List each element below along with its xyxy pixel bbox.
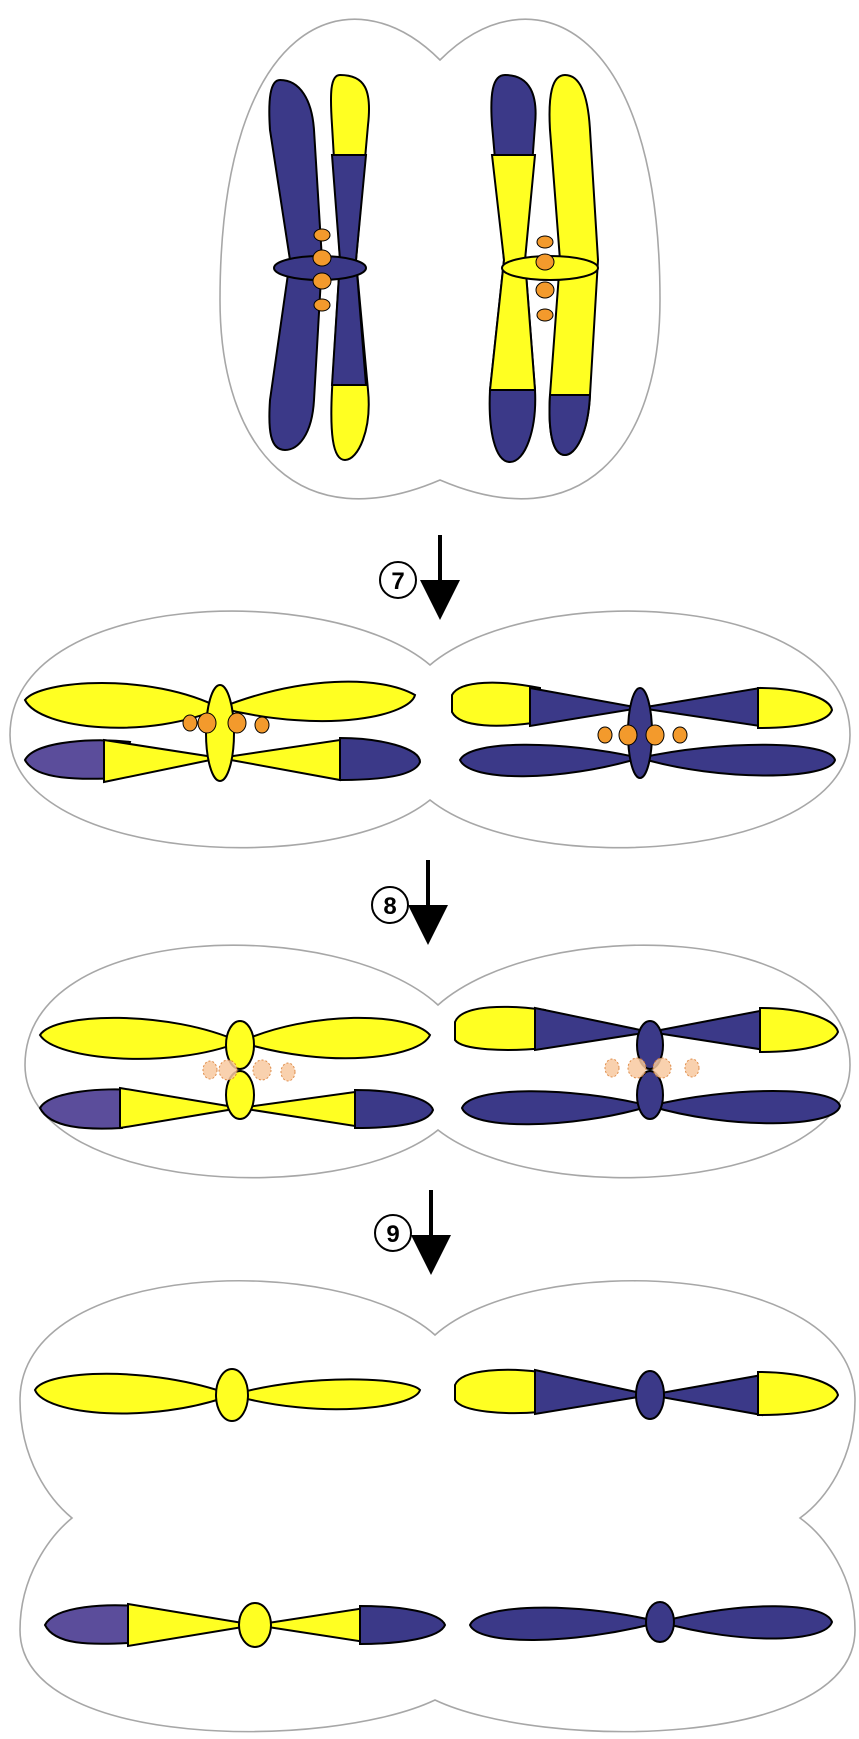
segment-navy [550,395,590,455]
arm-upper-right-yellow [758,688,832,728]
centromere [216,1369,248,1421]
arm-lower-right [650,1091,840,1123]
chromosome-top-left [35,1369,420,1421]
step-number: 8 [383,893,396,920]
arm-lower-left [462,1091,650,1124]
arm-upper-right-navy [640,688,760,726]
chromosome-top-right [455,1370,838,1419]
arm-left [470,1608,660,1640]
chromosome-bottom-left [45,1603,445,1647]
arm-right-navy [650,1375,762,1415]
arm-upper-left-yellow [452,683,540,726]
centromere [206,685,234,781]
arm-upper-left [40,1018,240,1059]
arm-upper-right-navy [650,1010,765,1050]
arm-left-purple [45,1605,135,1644]
arm-right-yellow [758,1372,838,1415]
stage-4 [20,1281,855,1732]
arm-lower-right [220,740,340,780]
arm-left-yellow [128,1604,255,1646]
arm-upper-left-navy [530,688,640,726]
stage-2 [10,611,850,848]
stage-3 [25,945,850,1178]
step-8-marker: 8 [372,860,428,925]
cell-membrane [10,611,850,848]
arm-lower-right-navy [340,738,420,780]
arm-lower-right-navy [355,1090,433,1128]
chromosome-right [455,1007,840,1124]
arm-lower-right [640,745,835,776]
arm-upper-right-yellow [760,1008,838,1052]
centromere-lower [637,1071,663,1119]
centromere [636,1371,664,1419]
arm-left-navy [535,1370,650,1414]
step-number: 7 [391,568,404,595]
chromosome-left [25,682,420,782]
chromosome-left [40,1018,433,1129]
step-7-marker: 7 [380,535,440,600]
chromosome-right [452,683,835,778]
arm-upper-right [220,682,415,721]
cell-membrane [20,1281,855,1732]
step-number: 9 [386,1221,399,1248]
arm-left [35,1374,232,1414]
cell-membrane [25,945,850,1178]
step-9-marker: 9 [375,1190,431,1255]
arm-right [660,1606,832,1638]
arm-lower-left-yellow [104,740,220,782]
arm-upper-right [240,1018,430,1058]
chromosome-pair-left [269,75,369,460]
chromosome-pair-right [490,75,598,462]
arm-upper-left-yellow [455,1007,545,1050]
arm-upper-left-navy [535,1008,650,1050]
arm-left-yellow [455,1370,540,1413]
arm-right-navy [360,1606,445,1644]
chromosome-bottom-right [470,1602,832,1642]
stage-1 [220,19,660,499]
centromere [239,1603,271,1647]
arm-right [232,1379,420,1409]
arm-lower-left-yellow [120,1088,240,1128]
arm-lower-left [460,745,640,777]
arm-lower-right [240,1092,355,1126]
centromere [646,1602,674,1642]
